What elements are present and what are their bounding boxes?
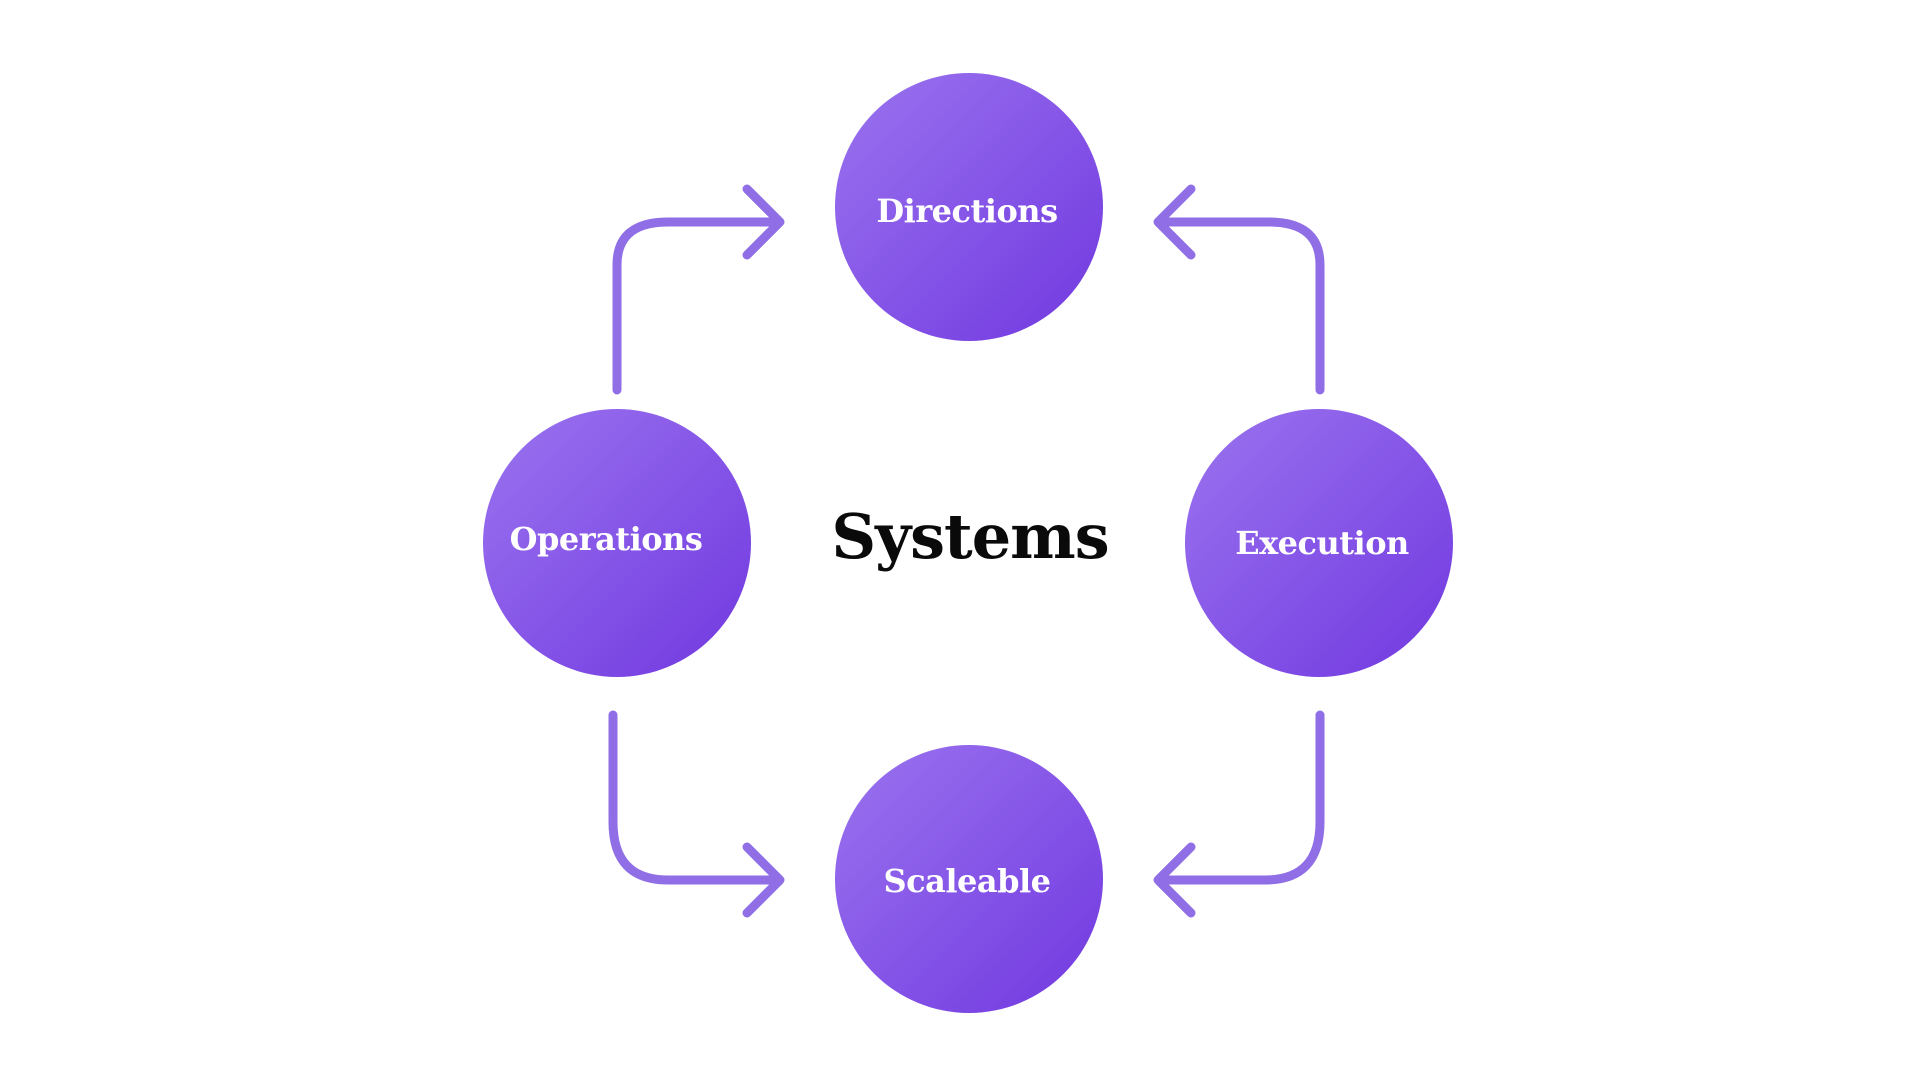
node-label-directions: Directions xyxy=(876,192,1058,230)
node-scaleable: Scaleable xyxy=(835,745,1103,1013)
arrowhead-execution-to-directions xyxy=(1153,184,1196,260)
node-execution: Execution xyxy=(1185,409,1453,677)
node-label-operations: Operations xyxy=(509,520,703,558)
node-label-scaleable: Scaleable xyxy=(883,862,1051,900)
node-label-execution: Execution xyxy=(1235,524,1409,562)
arrow-operations-to-scaleable xyxy=(608,710,783,885)
arrow-operations-to-directions xyxy=(612,217,783,395)
arrow-execution-to-scaleable xyxy=(1155,710,1325,885)
arrowhead-execution-to-scaleable xyxy=(1153,842,1196,918)
node-operations: Operations xyxy=(483,409,751,677)
arrow-execution-to-directions xyxy=(1155,217,1325,395)
arrowhead-operations-to-directions xyxy=(742,184,785,260)
arrowhead-operations-to-scaleable xyxy=(742,842,785,918)
node-directions: Directions xyxy=(835,73,1103,341)
center-title: Systems xyxy=(831,500,1109,573)
